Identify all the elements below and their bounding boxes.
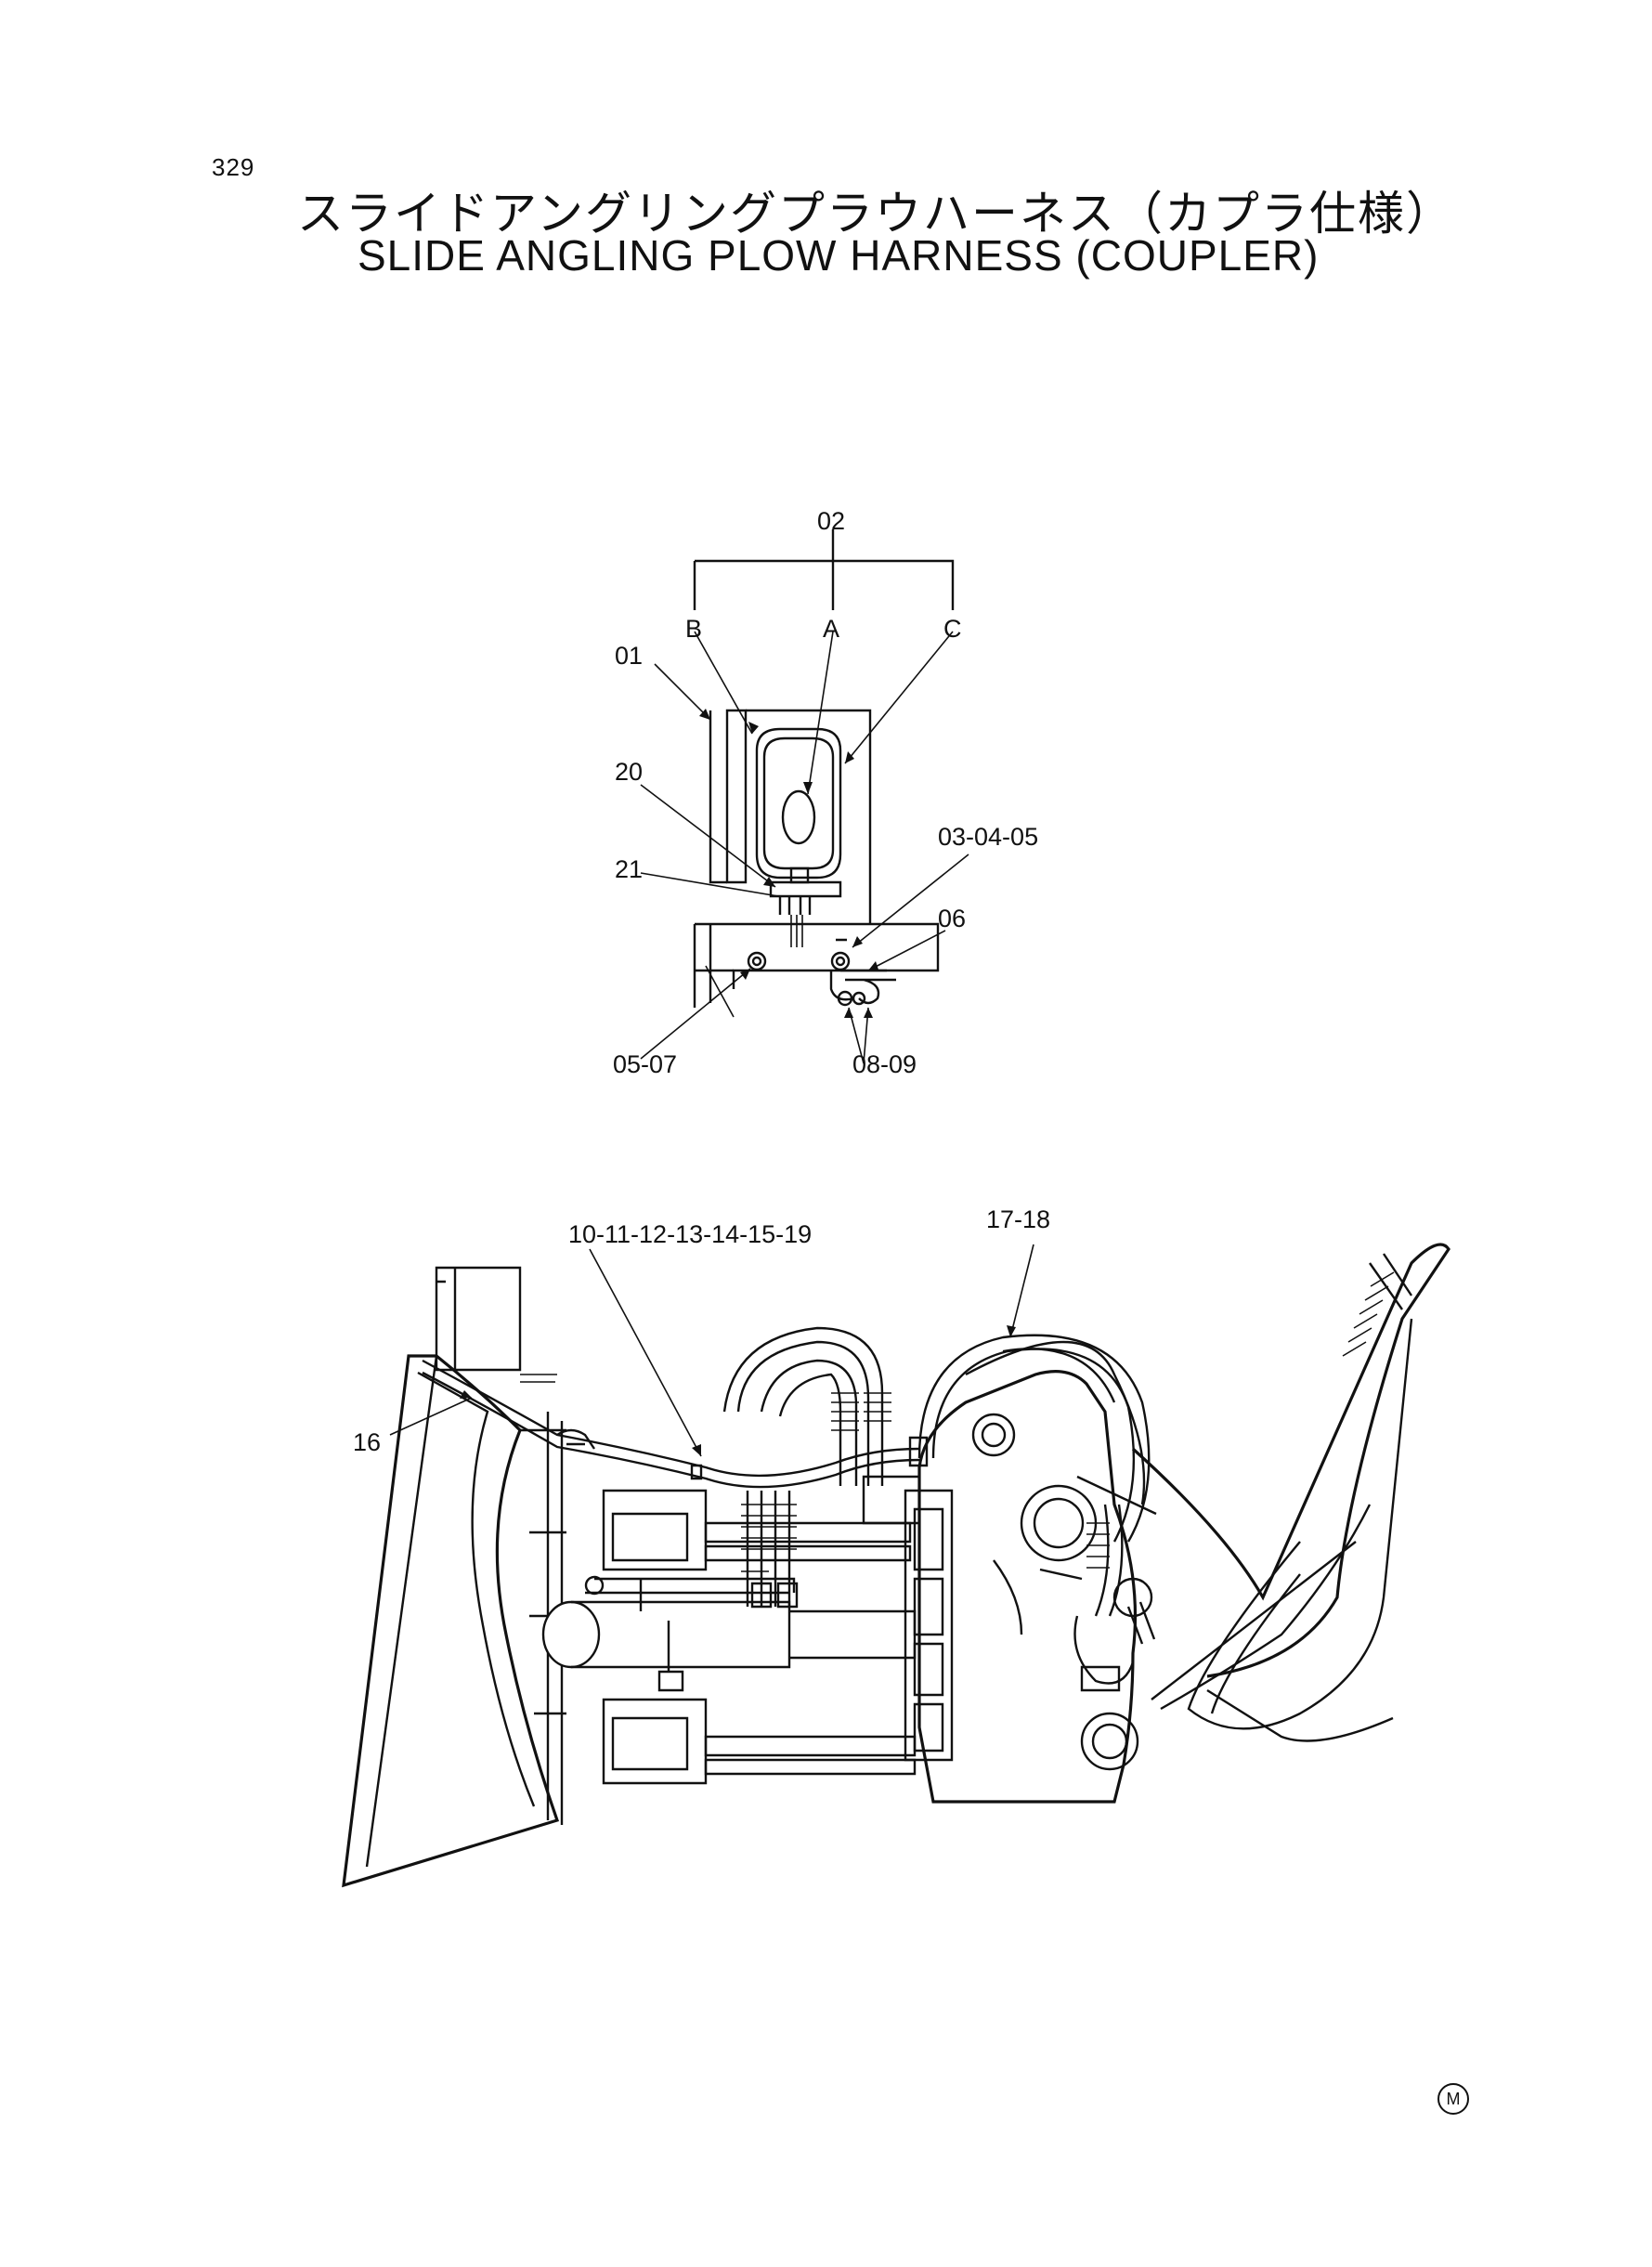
callout-05-07: 05-07 (613, 1050, 677, 1078)
callout-17-18: 17-18 (986, 1205, 1050, 1233)
title-japanese: スライドアングリングプラウハーネス（カプラ仕様） (297, 187, 1454, 241)
callout-10-19: 10-11-12-13-14-15-19 (568, 1220, 812, 1248)
callout-b: B (685, 615, 702, 643)
callout-02: 02 (817, 507, 845, 535)
callout-a: A (823, 615, 839, 643)
callout-16: 16 (353, 1428, 381, 1456)
plow-coupler-drawing: 10-11-12-13-14-15-19 17-18 16 (342, 1205, 1450, 1888)
callout-03-04-05: 03-04-05 (938, 823, 1038, 851)
callout-20: 20 (615, 758, 643, 786)
title-english: SLIDE ANGLING PLOW HARNESS (COUPLER) (358, 231, 1320, 280)
callout-c: C (943, 615, 962, 643)
page-number: 329 (212, 153, 255, 181)
callout-06: 06 (938, 905, 966, 932)
m-mark: M (1437, 2083, 1469, 2115)
callout-21: 21 (615, 855, 643, 883)
callout-01: 01 (615, 642, 643, 670)
lamp-assembly-drawing: 02 A B C 01 20 21 03-04-05 06 05-07 08-0… (613, 507, 1038, 1078)
callout-08-09: 08-09 (852, 1050, 917, 1078)
